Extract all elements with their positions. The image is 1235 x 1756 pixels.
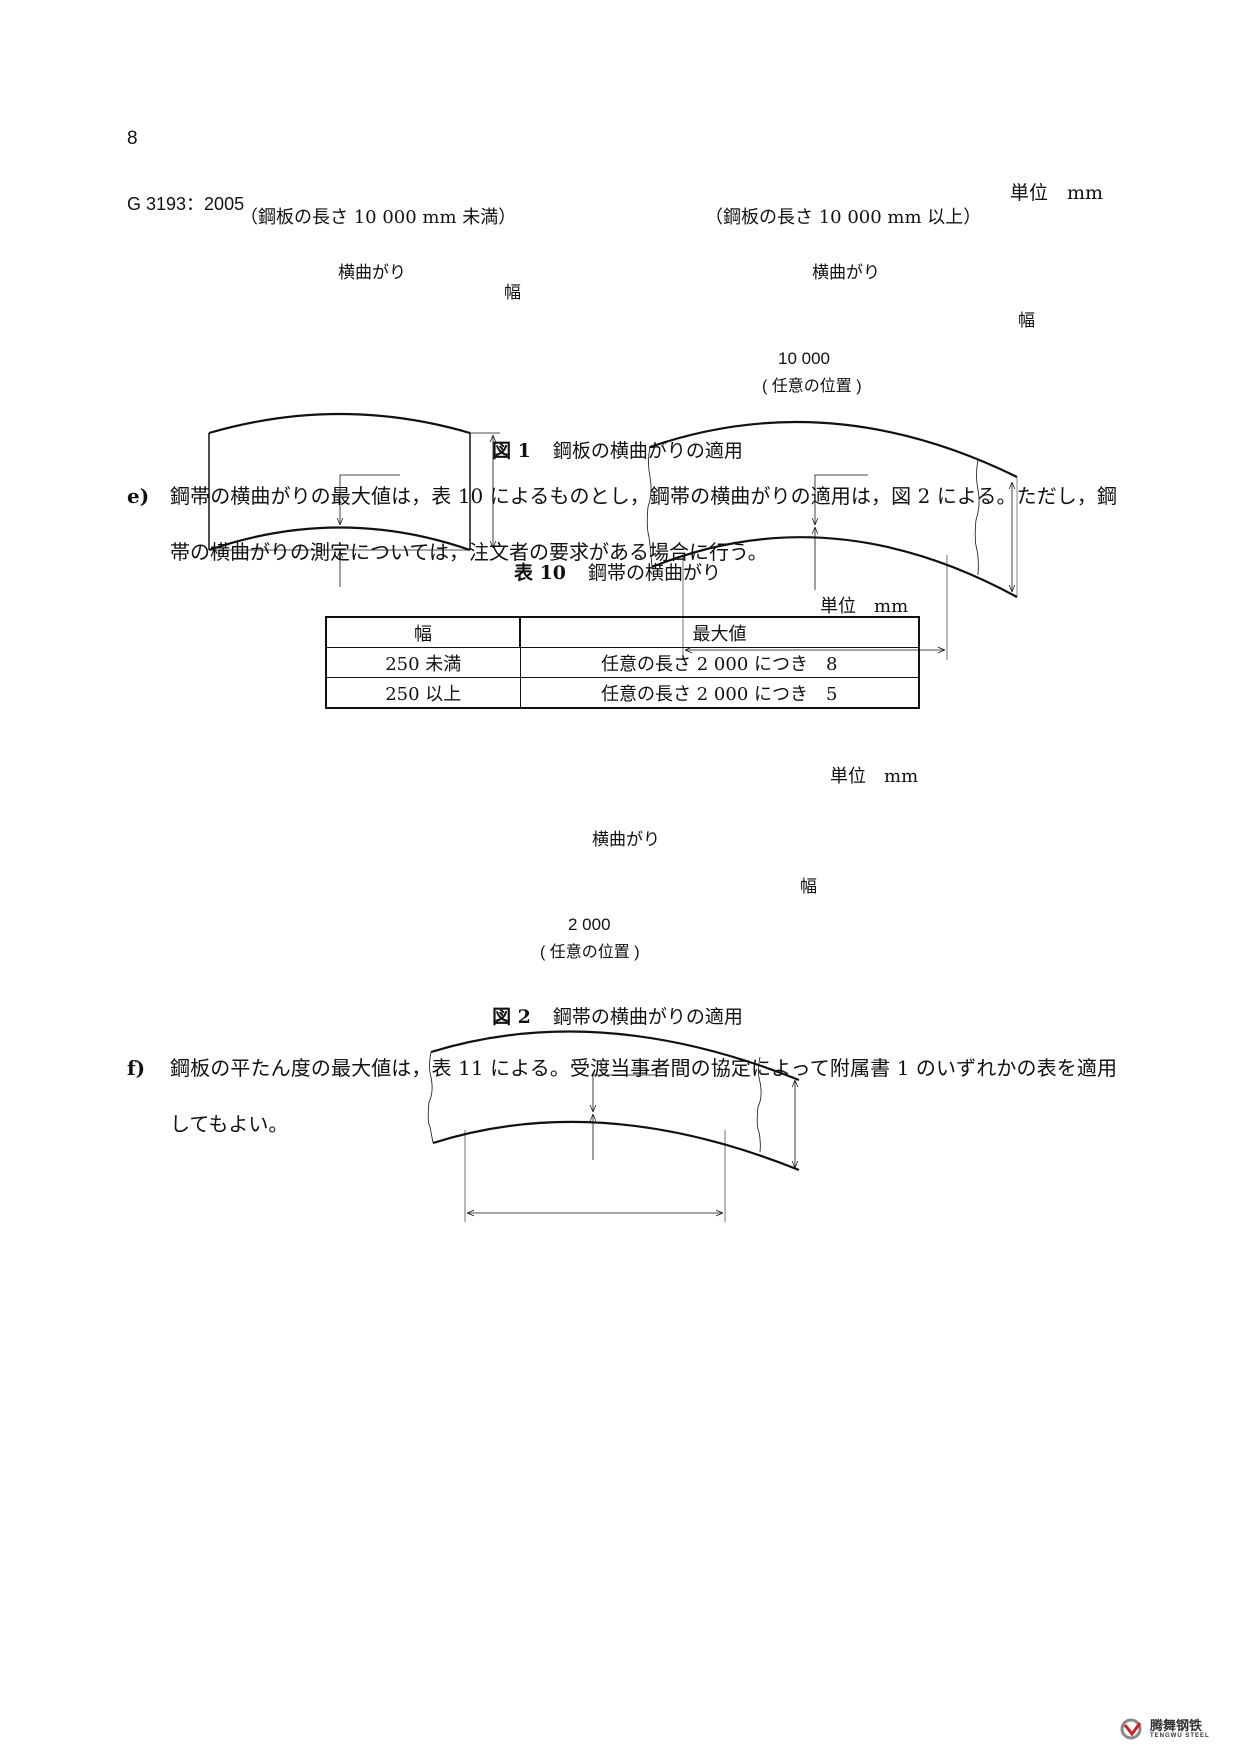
table-header-row: 幅 最大値 xyxy=(325,616,920,648)
table10-unit: 単位 mm xyxy=(820,596,909,617)
fig2-camber-label: 横曲がり xyxy=(592,830,660,849)
standard-number: G 3193：2005 xyxy=(127,194,245,214)
fig1-left-camber-label: 横曲がり xyxy=(338,263,406,282)
cell-max: 任意の長さ 2 000 につき 8 xyxy=(519,647,920,678)
cell-width: 250 未満 xyxy=(325,647,521,678)
table-row: 250 未満 任意の長さ 2 000 につき 8 xyxy=(325,647,920,678)
fig2-width-label: 幅 xyxy=(800,877,817,896)
paragraph-f-label: f) xyxy=(127,1056,146,1080)
paragraph-f: f) 鋼板の平たん度の最大値は，表 11 による。受渡当事者間の協定によって附属… xyxy=(127,1040,1117,1152)
fig1-left-caption: （鋼板の長さ 10 000 mm 未満） xyxy=(240,207,517,228)
fig1-left-width-label: 幅 xyxy=(501,283,520,300)
cell-width: 250 以上 xyxy=(325,677,521,709)
fig2-position-label: ( 任意の位置 ) xyxy=(540,944,640,961)
fig1-right-width-label: 幅 xyxy=(1018,311,1035,330)
paragraph-e: e) 鋼帯の横曲がりの最大値は，表 10 によるものとし，鋼帯の横曲がりの適用は… xyxy=(127,468,1117,580)
paragraph-e-label: e) xyxy=(127,484,150,508)
fig2-unit: 単位 mm xyxy=(830,766,919,787)
cell-max: 任意の長さ 2 000 につき 5 xyxy=(519,677,920,709)
page-number: 8 xyxy=(127,128,138,149)
paragraph-e-text: 鋼帯の横曲がりの最大値は，表 10 によるものとし，鋼帯の横曲がりの適用は，図 … xyxy=(170,484,1117,564)
table10: 幅 最大値 250 未満 任意の長さ 2 000 につき 8 250 以上 任意… xyxy=(325,616,920,709)
paragraph-f-text: 鋼板の平たん度の最大値は，表 11 による。受渡当事者間の協定によって附属書 1… xyxy=(170,1056,1117,1136)
table-row: 250 以上 任意の長さ 2 000 につき 5 xyxy=(325,677,920,709)
fig1-right-camber-label: 横曲がり xyxy=(812,263,880,282)
fig1-length-label: 10 000 xyxy=(778,349,830,368)
fig1-left-plate xyxy=(208,412,500,587)
fig1-unit: 単位 mm xyxy=(1010,182,1104,204)
fig2-length-label: 2 000 xyxy=(568,915,611,934)
header-width: 幅 xyxy=(325,616,521,648)
logo-icon xyxy=(1120,1718,1142,1740)
watermark-logo: 腾舞钢铁 TENGWU STEEL xyxy=(1120,1718,1210,1740)
header-max: 最大値 xyxy=(519,616,920,648)
fig1-right-caption: （鋼板の長さ 10 000 mm 以上） xyxy=(705,207,982,228)
fig1-position-label: ( 任意の位置 ) xyxy=(762,378,862,395)
logo-sub: TENGWU STEEL xyxy=(1150,1733,1210,1739)
logo-text: 腾舞钢铁 xyxy=(1150,1718,1203,1733)
fig2-strip xyxy=(427,1030,800,1222)
